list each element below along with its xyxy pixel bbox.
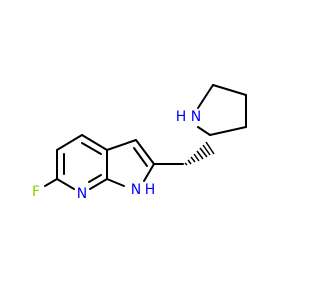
bond-n7-c6	[56, 178, 75, 190]
bond-c3p-c2p	[209, 126, 247, 136]
bond-c4-c3a-inner	[81, 142, 102, 155]
bond-c3a-c3	[106, 139, 137, 151]
molecule-structure-drawing: F N N H H N	[32, 84, 247, 202]
atom-label-pyrrole-nitrogen: N	[131, 182, 141, 198]
bond-c7a-n7-inner	[88, 174, 102, 183]
bond-c7a-n7	[89, 178, 108, 190]
atom-label-pyridine-nitrogen: N	[77, 186, 87, 202]
hashed-wedge-bond	[184, 141, 215, 166]
atom-label-fluorine: F	[32, 184, 40, 200]
bond-c5p-c4p	[212, 84, 247, 96]
bond-n1p-c5p	[197, 84, 214, 109]
bond-c5-c4	[56, 134, 83, 151]
atom-label-pyrrole-hydrogen: H	[145, 182, 156, 198]
bond-c2-n1	[143, 163, 155, 182]
bond-c3-c2-inner	[133, 147, 148, 167]
bond-n1-c7a	[106, 178, 125, 187]
atom-label-pyrrolidine-hydrogen: H	[176, 109, 187, 125]
bond-c4-c3a	[81, 134, 108, 151]
bond-c2p-n1p	[197, 126, 211, 136]
bond-c3-c2	[135, 139, 155, 165]
atom-label-pyrrolidine-nitrogen: N	[191, 109, 201, 125]
bond-f-c6	[44, 178, 58, 187]
